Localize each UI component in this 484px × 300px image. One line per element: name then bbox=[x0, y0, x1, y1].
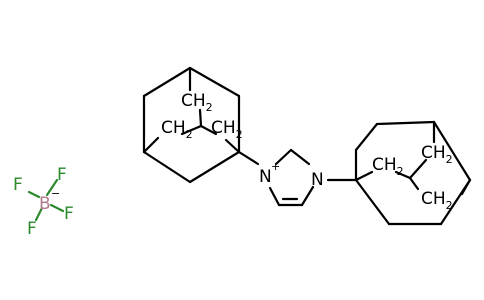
bond bbox=[49, 203, 65, 213]
ch2-label-right-left: CH2 bbox=[372, 155, 404, 178]
bond bbox=[408, 158, 428, 180]
fluorine-atom-left: F bbox=[13, 175, 23, 195]
n-plus-atom: N bbox=[259, 167, 272, 187]
fluorine-atom-top: F bbox=[57, 165, 67, 185]
right-adamantyl-group bbox=[354, 120, 472, 226]
tetrafluoroborate-anion: B − F F F F bbox=[13, 165, 74, 239]
bond bbox=[188, 150, 241, 184]
bond bbox=[375, 120, 436, 126]
fluorine-atom-right: F bbox=[64, 204, 74, 224]
bond bbox=[142, 136, 160, 154]
ch2-label-right-mid: CH2 bbox=[421, 143, 453, 166]
n-atom: N bbox=[311, 170, 324, 190]
bond bbox=[224, 138, 241, 154]
bond bbox=[432, 120, 472, 182]
bond bbox=[142, 150, 192, 184]
bond bbox=[180, 124, 203, 136]
bond bbox=[394, 170, 412, 180]
bond bbox=[198, 108, 203, 128]
bond bbox=[199, 124, 218, 136]
ch2-label-right-bottom: CH2 bbox=[421, 189, 453, 212]
ch2-label-left-top: CH2 bbox=[181, 91, 213, 114]
fluorine-atom-bottom: F bbox=[27, 219, 37, 239]
bond bbox=[354, 178, 391, 226]
bond bbox=[408, 176, 420, 191]
bond bbox=[27, 190, 41, 199]
boron-charge: − bbox=[51, 187, 60, 200]
bond bbox=[274, 148, 293, 166]
imidazolium-ring bbox=[268, 148, 358, 207]
bond bbox=[188, 66, 241, 98]
bond bbox=[45, 178, 59, 197]
ch2-label-left-left: CH2 bbox=[161, 118, 193, 141]
boron-atom: B bbox=[39, 194, 51, 214]
bond bbox=[268, 186, 281, 207]
left-adamantyl-group bbox=[142, 66, 260, 184]
bond bbox=[354, 122, 379, 152]
bond bbox=[354, 170, 374, 182]
bond bbox=[237, 150, 260, 166]
n-plus-charge: + bbox=[271, 160, 280, 173]
ch2-label-left-right: CH2 bbox=[211, 118, 243, 141]
bond bbox=[142, 66, 192, 98]
bond bbox=[289, 148, 311, 166]
bond bbox=[34, 206, 44, 222]
bond bbox=[300, 185, 315, 207]
bond bbox=[460, 178, 472, 196]
